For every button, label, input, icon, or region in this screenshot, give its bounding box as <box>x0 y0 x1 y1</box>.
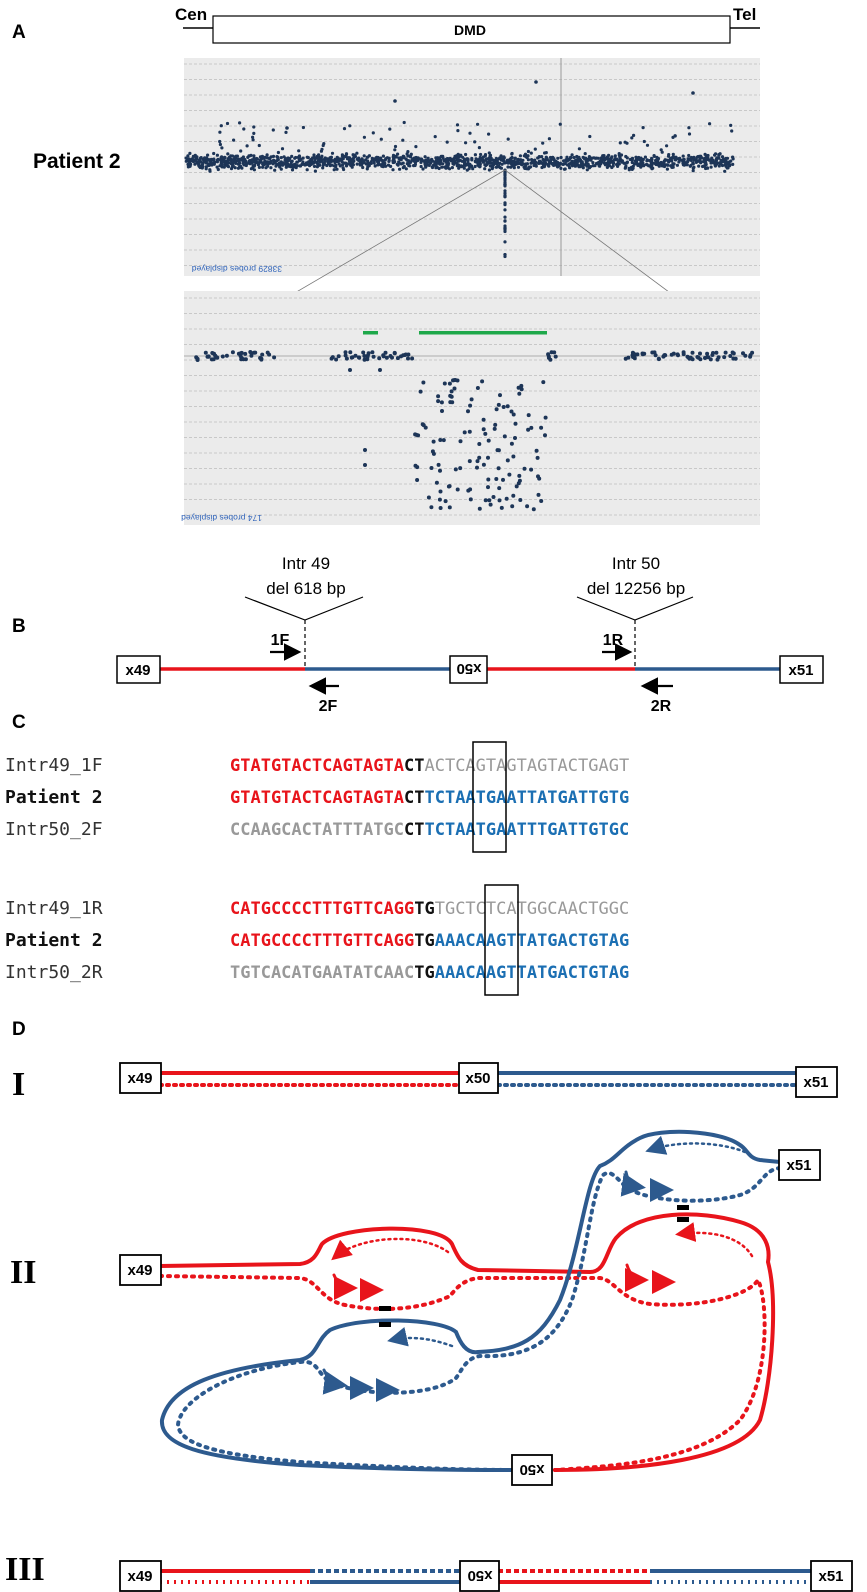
intr49-title: Intr 49 <box>282 554 330 573</box>
sequence-label: Intr50_2R <box>5 962 103 983</box>
panel-d: D I x49 x50 x51 II <box>5 1019 853 1592</box>
stage2-exon-50-label: x50 <box>519 1461 544 1478</box>
junction-box-ct <box>472 741 507 853</box>
junction-mark-4 <box>379 1322 391 1327</box>
exon-50-box <box>449 655 488 684</box>
stage1-exon-51-label: x51 <box>803 1074 828 1091</box>
probe-dots-top <box>184 80 735 259</box>
junction-mark-3 <box>379 1306 391 1311</box>
panel-a: A Cen Tel DMD Patient 2 33829 probes dis… <box>12 5 760 525</box>
sequence-group-forward: Intr49_1F GTATGTACTCAGTAGTACTACTCAGTAGTAG… <box>5 755 629 840</box>
intr50-del: del 12256 bp <box>587 579 685 598</box>
array-plot-bottom <box>184 291 760 525</box>
tel-label: Tel <box>733 5 756 24</box>
probes-top-label: 33829 probes displayed <box>191 264 282 274</box>
stage-1-label: I <box>12 1066 25 1103</box>
exon-50-label: x50 <box>456 660 481 677</box>
sequence-text: GTATGTACTCAGTAGTACTTCTAATGAATTATGATTGTG <box>230 788 629 808</box>
sequence-text: GTATGTACTCAGTAGTACTACTCAGTAGTAGTACTGAGT <box>230 756 629 776</box>
deletion-segment-small <box>363 331 378 335</box>
panel-b: B Intr 49 del 618 bp Intr 50 del 12256 b… <box>12 554 824 715</box>
panel-c: C Intr49_1F GTATGTACTCAGTAGTACTACTCAGTAGT… <box>5 712 629 996</box>
patient-label: Patient 2 <box>33 150 121 173</box>
exon-49-label: x49 <box>125 662 150 679</box>
stage2-template-switch <box>158 1129 782 1472</box>
panel-b-letter: B <box>12 616 26 637</box>
primer-2r-label: 2R <box>651 698 672 715</box>
sequence-label: Intr49_1F <box>5 755 103 776</box>
probe-dots-bottom <box>194 350 755 512</box>
sequence-text: CATGCCCCTTTGTTCAGGTGTGCTCTCATGGCAACTGGC <box>230 899 629 919</box>
sequence-label: Intr50_2F <box>5 819 103 840</box>
stage3-exon-51-label: x51 <box>818 1568 843 1585</box>
stage-3-label: III <box>5 1551 45 1588</box>
stage1-exon-49 <box>119 1062 162 1094</box>
intr49-del: del 618 bp <box>266 579 345 598</box>
cen-label: Cen <box>175 5 207 24</box>
panel-c-letter: C <box>12 712 26 733</box>
stage2-exon-49 <box>119 1254 162 1286</box>
intr50-title: Intr 50 <box>612 554 660 573</box>
panel-a-letter: A <box>12 22 26 43</box>
sequence-label: Patient 2 <box>5 930 103 951</box>
dmd-gene-label: DMD <box>454 22 486 38</box>
exon-49-box <box>116 655 161 684</box>
probes-bottom-label: 174 probes displayed <box>181 513 262 523</box>
junction-mark-1 <box>677 1205 689 1210</box>
primer-2f-label: 2F <box>319 698 338 715</box>
primer-1f-label: 1F <box>271 632 290 649</box>
stage3-exon-49-label: x49 <box>127 1568 152 1585</box>
panel-d-letter: D <box>12 1019 26 1040</box>
stage2-exon-51-label: x51 <box>786 1157 811 1174</box>
sequence-text: TGTCACATGAATATCAACTGAAACAAGTTATGACTGTAG <box>230 963 629 983</box>
junction-mark-2 <box>677 1217 689 1222</box>
dmd-gene-box <box>212 15 731 44</box>
stage2-exon-50 <box>511 1454 553 1486</box>
primer-1r-label: 1R <box>603 632 624 649</box>
stage2-exon-51 <box>778 1149 821 1181</box>
stage1-exon-49-label: x49 <box>127 1070 152 1087</box>
stage1-exon-51 <box>795 1066 838 1098</box>
stage3-exon-50-label: x50 <box>467 1567 492 1584</box>
sequence-text: CCAAGCACTATTTATGCCTTCTAATGAATTTGATTGTGC <box>230 820 629 840</box>
stage3-exon-50 <box>459 1560 500 1592</box>
sequence-group-reverse: Intr49_1R CATGCCCCTTTGTTCAGGTGTGCTCTCATGG… <box>5 898 629 983</box>
junction-box-tg <box>484 884 519 996</box>
exon-51-box <box>779 655 824 684</box>
stage3-exon-51 <box>810 1560 853 1592</box>
stage2-exon-49-label: x49 <box>127 1262 152 1279</box>
stage-2-label: II <box>10 1254 36 1291</box>
sequence-text: CATGCCCCTTTGTTCAGGTGAAACAAGTTATGACTGTAG <box>230 931 629 951</box>
stage1-exon-50-label: x50 <box>465 1070 490 1087</box>
sequence-label: Patient 2 <box>5 787 103 808</box>
stage1-exon-50 <box>458 1062 499 1094</box>
sequence-label: Intr49_1R <box>5 898 103 919</box>
exon-51-label: x51 <box>788 662 813 679</box>
deletion-segment-large <box>419 331 547 335</box>
stage3-exon-49 <box>119 1560 162 1592</box>
